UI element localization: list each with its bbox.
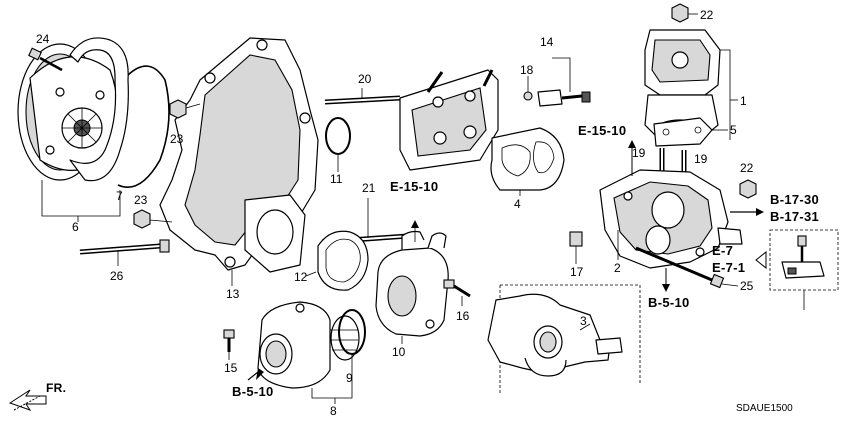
ref-b-17-30[interactable]: B-17-30 bbox=[770, 192, 820, 207]
nut-22-top bbox=[671, 3, 689, 23]
water-pump bbox=[17, 43, 119, 181]
dowel-17 bbox=[569, 231, 583, 247]
pump-oring bbox=[117, 65, 170, 188]
callout-5: 5 bbox=[730, 123, 737, 137]
callout-26: 26 bbox=[110, 269, 124, 283]
ref-e-7-1[interactable]: E-7-1 bbox=[712, 260, 746, 275]
temp-sensor bbox=[523, 89, 591, 107]
nut-23-lower bbox=[133, 209, 173, 229]
ref-e-7[interactable]: E-7 bbox=[712, 243, 734, 258]
callout-19-left: 19 bbox=[632, 146, 646, 160]
callout-10: 10 bbox=[392, 345, 406, 359]
callout-22-top: 22 bbox=[700, 8, 714, 22]
callout-4: 4 bbox=[514, 197, 521, 211]
nut-23-upper bbox=[169, 99, 201, 119]
stud-20 bbox=[324, 88, 401, 105]
bypass-assembly bbox=[487, 284, 641, 395]
callout-15: 15 bbox=[224, 361, 238, 375]
callout-18: 18 bbox=[520, 63, 534, 77]
callout-20: 20 bbox=[358, 72, 372, 86]
thermostat bbox=[330, 315, 360, 361]
callout-13: 13 bbox=[226, 287, 240, 301]
bolt-25 bbox=[635, 246, 725, 289]
pump-gasket bbox=[69, 37, 129, 182]
callout-16: 16 bbox=[456, 309, 470, 323]
callout-8: 8 bbox=[330, 404, 337, 418]
bolt-15 bbox=[223, 329, 235, 352]
ref-e-15-10-mid[interactable]: E-15-10 bbox=[390, 179, 439, 194]
callout-21: 21 bbox=[362, 181, 376, 195]
bolt-24 bbox=[28, 47, 63, 72]
bypass-housing bbox=[599, 169, 743, 269]
connector-detail bbox=[781, 235, 825, 279]
gasket-5 bbox=[653, 117, 713, 147]
callout-23-lower: 23 bbox=[134, 193, 148, 207]
ref-b-17-31[interactable]: B-17-31 bbox=[770, 209, 820, 224]
callout-19-right: 19 bbox=[694, 152, 708, 166]
thermostat-cover bbox=[257, 301, 331, 389]
callout-11: 11 bbox=[330, 172, 343, 186]
ref-b-5-10-right[interactable]: B-5-10 bbox=[648, 295, 690, 310]
callout-1: 1 bbox=[740, 94, 747, 108]
callout-3: 3 bbox=[580, 314, 587, 328]
callout-9: 9 bbox=[346, 371, 353, 385]
engine-bracket bbox=[159, 37, 319, 273]
nut-22-right bbox=[739, 179, 757, 199]
oring-11 bbox=[325, 117, 351, 155]
ref-b-5-10-left[interactable]: B-5-10 bbox=[232, 384, 274, 399]
callout-17: 17 bbox=[570, 265, 584, 279]
bolt-16 bbox=[443, 279, 471, 298]
callout-25: 25 bbox=[740, 279, 754, 293]
callout-12: 12 bbox=[294, 270, 308, 284]
thermostat-gasket-9 bbox=[338, 309, 366, 355]
callout-14: 14 bbox=[540, 35, 554, 49]
callout-2: 2 bbox=[614, 261, 621, 275]
gasket-12 bbox=[317, 230, 369, 291]
bolt-26 bbox=[79, 239, 170, 266]
diagram-code: SDAUE1500 bbox=[736, 403, 793, 414]
water-outlet bbox=[375, 230, 449, 337]
ref-e-15-10-top[interactable]: E-15-10 bbox=[578, 123, 627, 138]
callout-23-upper: 23 bbox=[170, 132, 184, 146]
callout-24: 24 bbox=[36, 32, 50, 46]
front-arrow-icon bbox=[8, 389, 47, 411]
callout-6: 6 bbox=[72, 220, 79, 234]
callout-7: 7 bbox=[116, 189, 123, 203]
water-passage-plate bbox=[399, 69, 499, 171]
callout-22-right: 22 bbox=[740, 161, 754, 175]
front-label: FR. bbox=[46, 381, 67, 395]
